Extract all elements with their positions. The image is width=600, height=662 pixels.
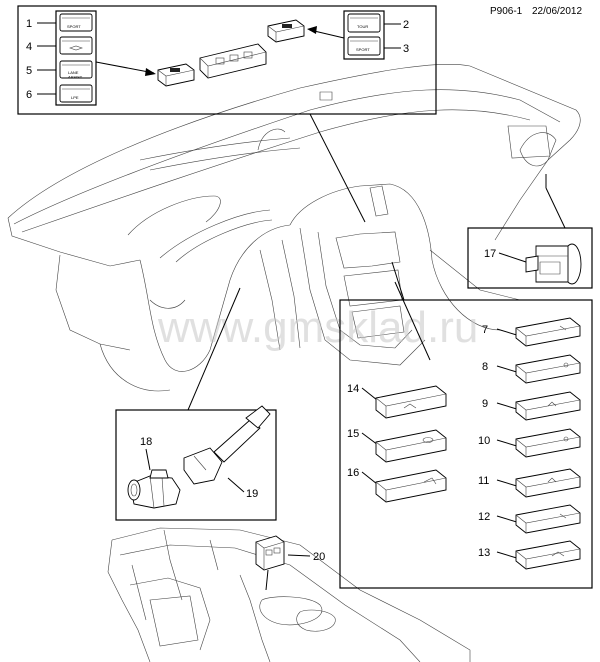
ignition-switch <box>127 469 181 509</box>
switch-4 <box>59 36 93 55</box>
switch-single-left <box>157 63 195 87</box>
wiper-stalk <box>183 405 271 485</box>
console-linework <box>107 527 471 662</box>
dashboard-linework <box>7 63 581 392</box>
callout-8: 8 <box>482 361 488 373</box>
callout-13: 13 <box>478 547 490 559</box>
callout-2: 2 <box>403 19 409 31</box>
switch-column-14-16: 14 15 16 <box>347 383 447 503</box>
switch-14 <box>375 385 447 419</box>
callout-17: 17 <box>484 248 496 260</box>
switch-7 <box>515 317 581 347</box>
callout-5: 5 <box>26 65 32 77</box>
callout-16: 16 <box>347 467 359 479</box>
callout-10: 10 <box>478 435 490 447</box>
detail-box-function-switches <box>339 299 593 589</box>
switch-20 <box>255 535 285 571</box>
switch-lpe-label: LPE <box>71 95 79 100</box>
switch-bank-assembly <box>199 43 267 79</box>
callout-18: 18 <box>140 436 152 448</box>
switch-8 <box>515 354 581 384</box>
page-ref: P906-1 <box>490 6 523 17</box>
callout-12: 12 <box>478 511 490 523</box>
callout-7: 7 <box>482 324 488 336</box>
date-stamp: 22/06/2012 <box>532 6 582 17</box>
callout-15: 15 <box>347 428 359 440</box>
switch-single-right <box>267 19 305 43</box>
power-socket <box>525 243 582 285</box>
switch-tour: TOUR <box>347 13 381 33</box>
callout-20: 20 <box>313 551 325 563</box>
switch-11 <box>515 468 581 498</box>
callout-19: 19 <box>246 488 258 500</box>
switch-13 <box>515 540 581 570</box>
callout-9: 9 <box>482 398 488 410</box>
switch-sport-label: SPORT <box>67 24 81 29</box>
callout-1: 1 <box>26 18 32 30</box>
detail-box-stalks <box>115 409 277 521</box>
switch-lpe: LPE <box>59 84 93 103</box>
detail-box-mode-switches <box>17 5 437 115</box>
detail-box-socket <box>467 227 593 289</box>
switch-16 <box>375 469 447 503</box>
watermark: www.gmsklad.ru <box>157 303 478 352</box>
switch-sport-2: SPORT <box>347 36 381 56</box>
switch-10 <box>515 428 581 458</box>
switch-12 <box>515 504 581 534</box>
callout-11: 11 <box>478 475 489 487</box>
callout-14: 14 <box>347 383 359 395</box>
callout-6: 6 <box>26 89 32 101</box>
switch-sport: SPORT <box>59 13 93 32</box>
callout-4: 4 <box>26 41 32 53</box>
switch-tour-label: TOUR <box>357 24 368 29</box>
switch-15 <box>375 429 447 463</box>
callout-3: 3 <box>403 43 409 55</box>
switch-column-7-13: 7 8 9 10 <box>478 317 581 570</box>
switch-9 <box>515 391 581 421</box>
switch-column-right: TOUR SPORT <box>343 10 385 60</box>
switch-sport-2-label: SPORT <box>356 47 370 52</box>
